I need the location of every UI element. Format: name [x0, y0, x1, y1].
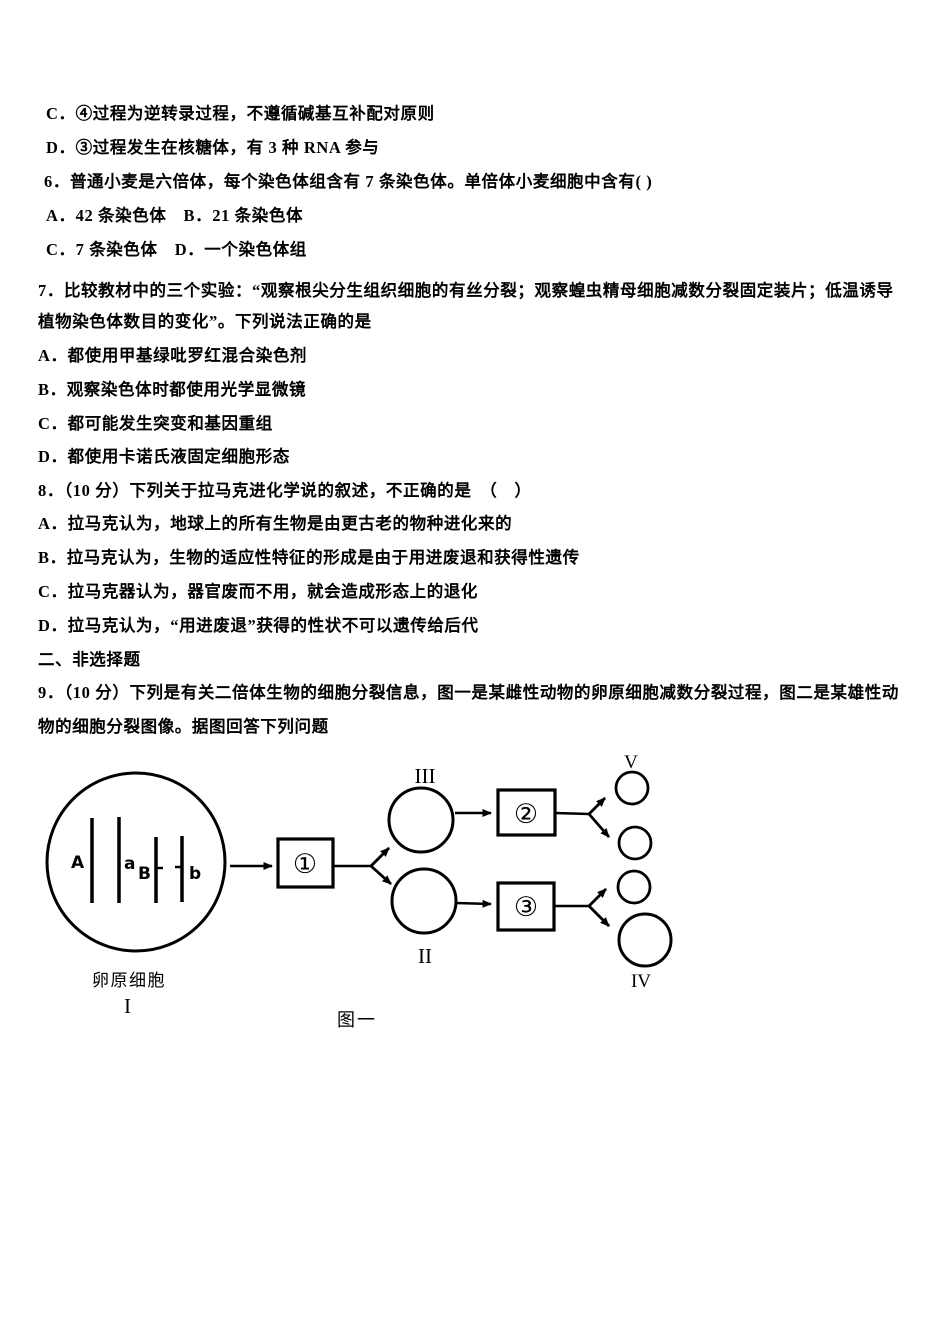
chromosome-B-label: B — [138, 864, 151, 884]
q7-option-b: B．观察染色体时都使用光学显微镜 — [38, 376, 306, 400]
cell-IV-circle — [617, 912, 673, 968]
line-text: C．7 条染色体 D．一个染色体组 — [46, 240, 307, 259]
process-2-box — [496, 788, 557, 837]
q8-option-d: D．拉马克认为，“用进废退”获得的性状不可以遗传给后代 — [38, 612, 479, 636]
question-number: 8．（10 分） — [38, 481, 130, 500]
q7-stem-line1: 7．比较教材中的三个实验：“观察根尖分生组织细胞的有丝分裂；观察蝗虫精母细胞减数… — [38, 277, 894, 301]
process-3-label: ③ — [514, 892, 538, 923]
question-number: 7． — [38, 281, 64, 300]
section-2-heading: 二、非选择题 — [38, 646, 141, 670]
line-text: A．42 条染色体 B．21 条染色体 — [46, 206, 304, 225]
oogonium-cell-circle — [45, 771, 227, 953]
q7-option-c: C．都可能发生突变和基因重组 — [38, 410, 273, 434]
q8-option-b: B．拉马克认为，生物的适应性特征的形成是由于用进废退和获得性遗传 — [38, 544, 580, 568]
line-text: C．④过程为逆转录过程，不遵循碱基互补配对原则 — [46, 104, 435, 123]
q6-options-cd: C．7 条染色体 D．一个染色体组 — [46, 236, 307, 260]
line-text: 下列是有关二倍体生物的细胞分裂信息，图一是某雌性动物的卵原细胞减数分裂过程，图二… — [129, 683, 899, 702]
q5-option-d: D．③过程发生在核糖体，有 3 种 RNA 参与 — [46, 134, 379, 158]
numeral-III-label: III — [415, 764, 436, 788]
q8-option-c: C．拉马克器认为，器官废而不用，就会造成形态上的退化 — [38, 578, 478, 602]
process-2-label: ② — [514, 799, 538, 830]
q8-stem: 8．（10 分）下列关于拉马克进化学说的叙述，不正确的是 （ ） — [38, 477, 532, 501]
q8-option-a: A．拉马克认为，地球上的所有生物是由更古老的物种进化来的 — [38, 510, 512, 534]
question-number: 6． — [44, 172, 70, 191]
line-text: A．都使用甲基绿吡罗红混合染色剂 — [38, 346, 308, 365]
polar-body-1-circle — [617, 825, 653, 861]
line-text: 二、非选择题 — [38, 650, 141, 669]
line-text: C．都可能发生突变和基因重组 — [38, 414, 273, 433]
line-text: D．拉马克认为，“用进废退”获得的性状不可以遗传给后代 — [38, 616, 479, 635]
line-text: 下列关于拉马克进化学说的叙述，不正确的是 — [129, 481, 472, 500]
numeral-II-label: II — [418, 944, 432, 968]
polar-body-2-circle — [616, 869, 652, 905]
figure-1-caption: 图一 — [337, 1010, 377, 1030]
chromosome-b-label: b — [189, 864, 201, 884]
q7-option-a: A．都使用甲基绿吡罗红混合染色剂 — [38, 342, 307, 366]
line-text: 物的细胞分裂图像。据图回答下列问题 — [38, 717, 329, 736]
line-text: A．拉马克认为，地球上的所有生物是由更古老的物种进化来的 — [38, 514, 513, 533]
line-text: C．拉马克器认为，器官废而不用，就会造成形态上的退化 — [38, 582, 479, 601]
numeral-V-label: V — [624, 752, 638, 773]
oogonium-cell-label: 卵原细胞 — [92, 971, 166, 990]
arrow-II-to-process3 — [455, 899, 492, 908]
q6-options-ab: A．42 条染色体 B．21 条染色体 — [46, 202, 303, 226]
q9-stem-line1: 9．（10 分）下列是有关二倍体生物的细胞分裂信息，图一是某雌性动物的卵原细胞减… — [38, 679, 899, 703]
cell-II-circle — [390, 867, 458, 935]
arrow-to-cell-II — [370, 864, 392, 886]
chromosome-A-label: A — [71, 853, 85, 873]
arrow-to-cell-IV — [588, 905, 610, 927]
q9-stem-line2: 物的细胞分裂图像。据图回答下列问题 — [38, 713, 329, 737]
q6-stem: 6．普通小麦是六倍体，每个染色体组含有 7 条染色体。单倍体小麦细胞中含有( ) — [44, 168, 652, 192]
q5-option-c: C．④过程为逆转录过程，不遵循碱基互补配对原则 — [46, 100, 435, 124]
arrow-to-polar-body-1 — [587, 813, 611, 838]
answer-blank-parens: （ ） — [471, 481, 532, 500]
numeral-IV-label: IV — [631, 971, 651, 992]
chromosome-a-label: a — [124, 854, 135, 874]
arrow-to-cell-V — [588, 797, 606, 815]
figure-1-meiosis-diagram: A a B b 卵原细胞 I ① III II ② — [0, 750, 950, 1050]
line-text: 普通小麦是六倍体，每个染色体组含有 7 条染色体。单倍体小麦细胞中含有( ) — [69, 172, 653, 191]
question-number: 9．（10 分） — [38, 683, 130, 702]
cell-III-circle — [387, 786, 455, 854]
process-1-label: ① — [293, 849, 317, 880]
numeral-I-label: I — [124, 994, 131, 1018]
line-text: 植物染色体数目的变化”。下列说法正确的是 — [38, 312, 372, 331]
process-1-box — [276, 837, 335, 889]
arrow-to-polar-body-2 — [588, 888, 607, 907]
q7-stem-line2: 植物染色体数目的变化”。下列说法正确的是 — [38, 308, 372, 332]
line-text: B．观察染色体时都使用光学显微镜 — [38, 380, 307, 399]
cell-V-circle — [614, 770, 650, 806]
arrow-to-cell-III — [370, 847, 390, 867]
line-text: 比较教材中的三个实验：“观察根尖分生组织细胞的有丝分裂；观察蝗虫精母细胞减数分裂… — [63, 281, 894, 300]
q7-option-d: D．都使用卡诺氏液固定细胞形态 — [38, 443, 290, 467]
line-text: D．③过程发生在核糖体，有 3 种 RNA 参与 — [46, 138, 380, 157]
line-text: B．拉马克认为，生物的适应性特征的形成是由于用进废退和获得性遗传 — [38, 548, 580, 567]
line-text: D．都使用卡诺氏液固定细胞形态 — [38, 447, 290, 466]
fork-2-stem — [554, 811, 590, 816]
